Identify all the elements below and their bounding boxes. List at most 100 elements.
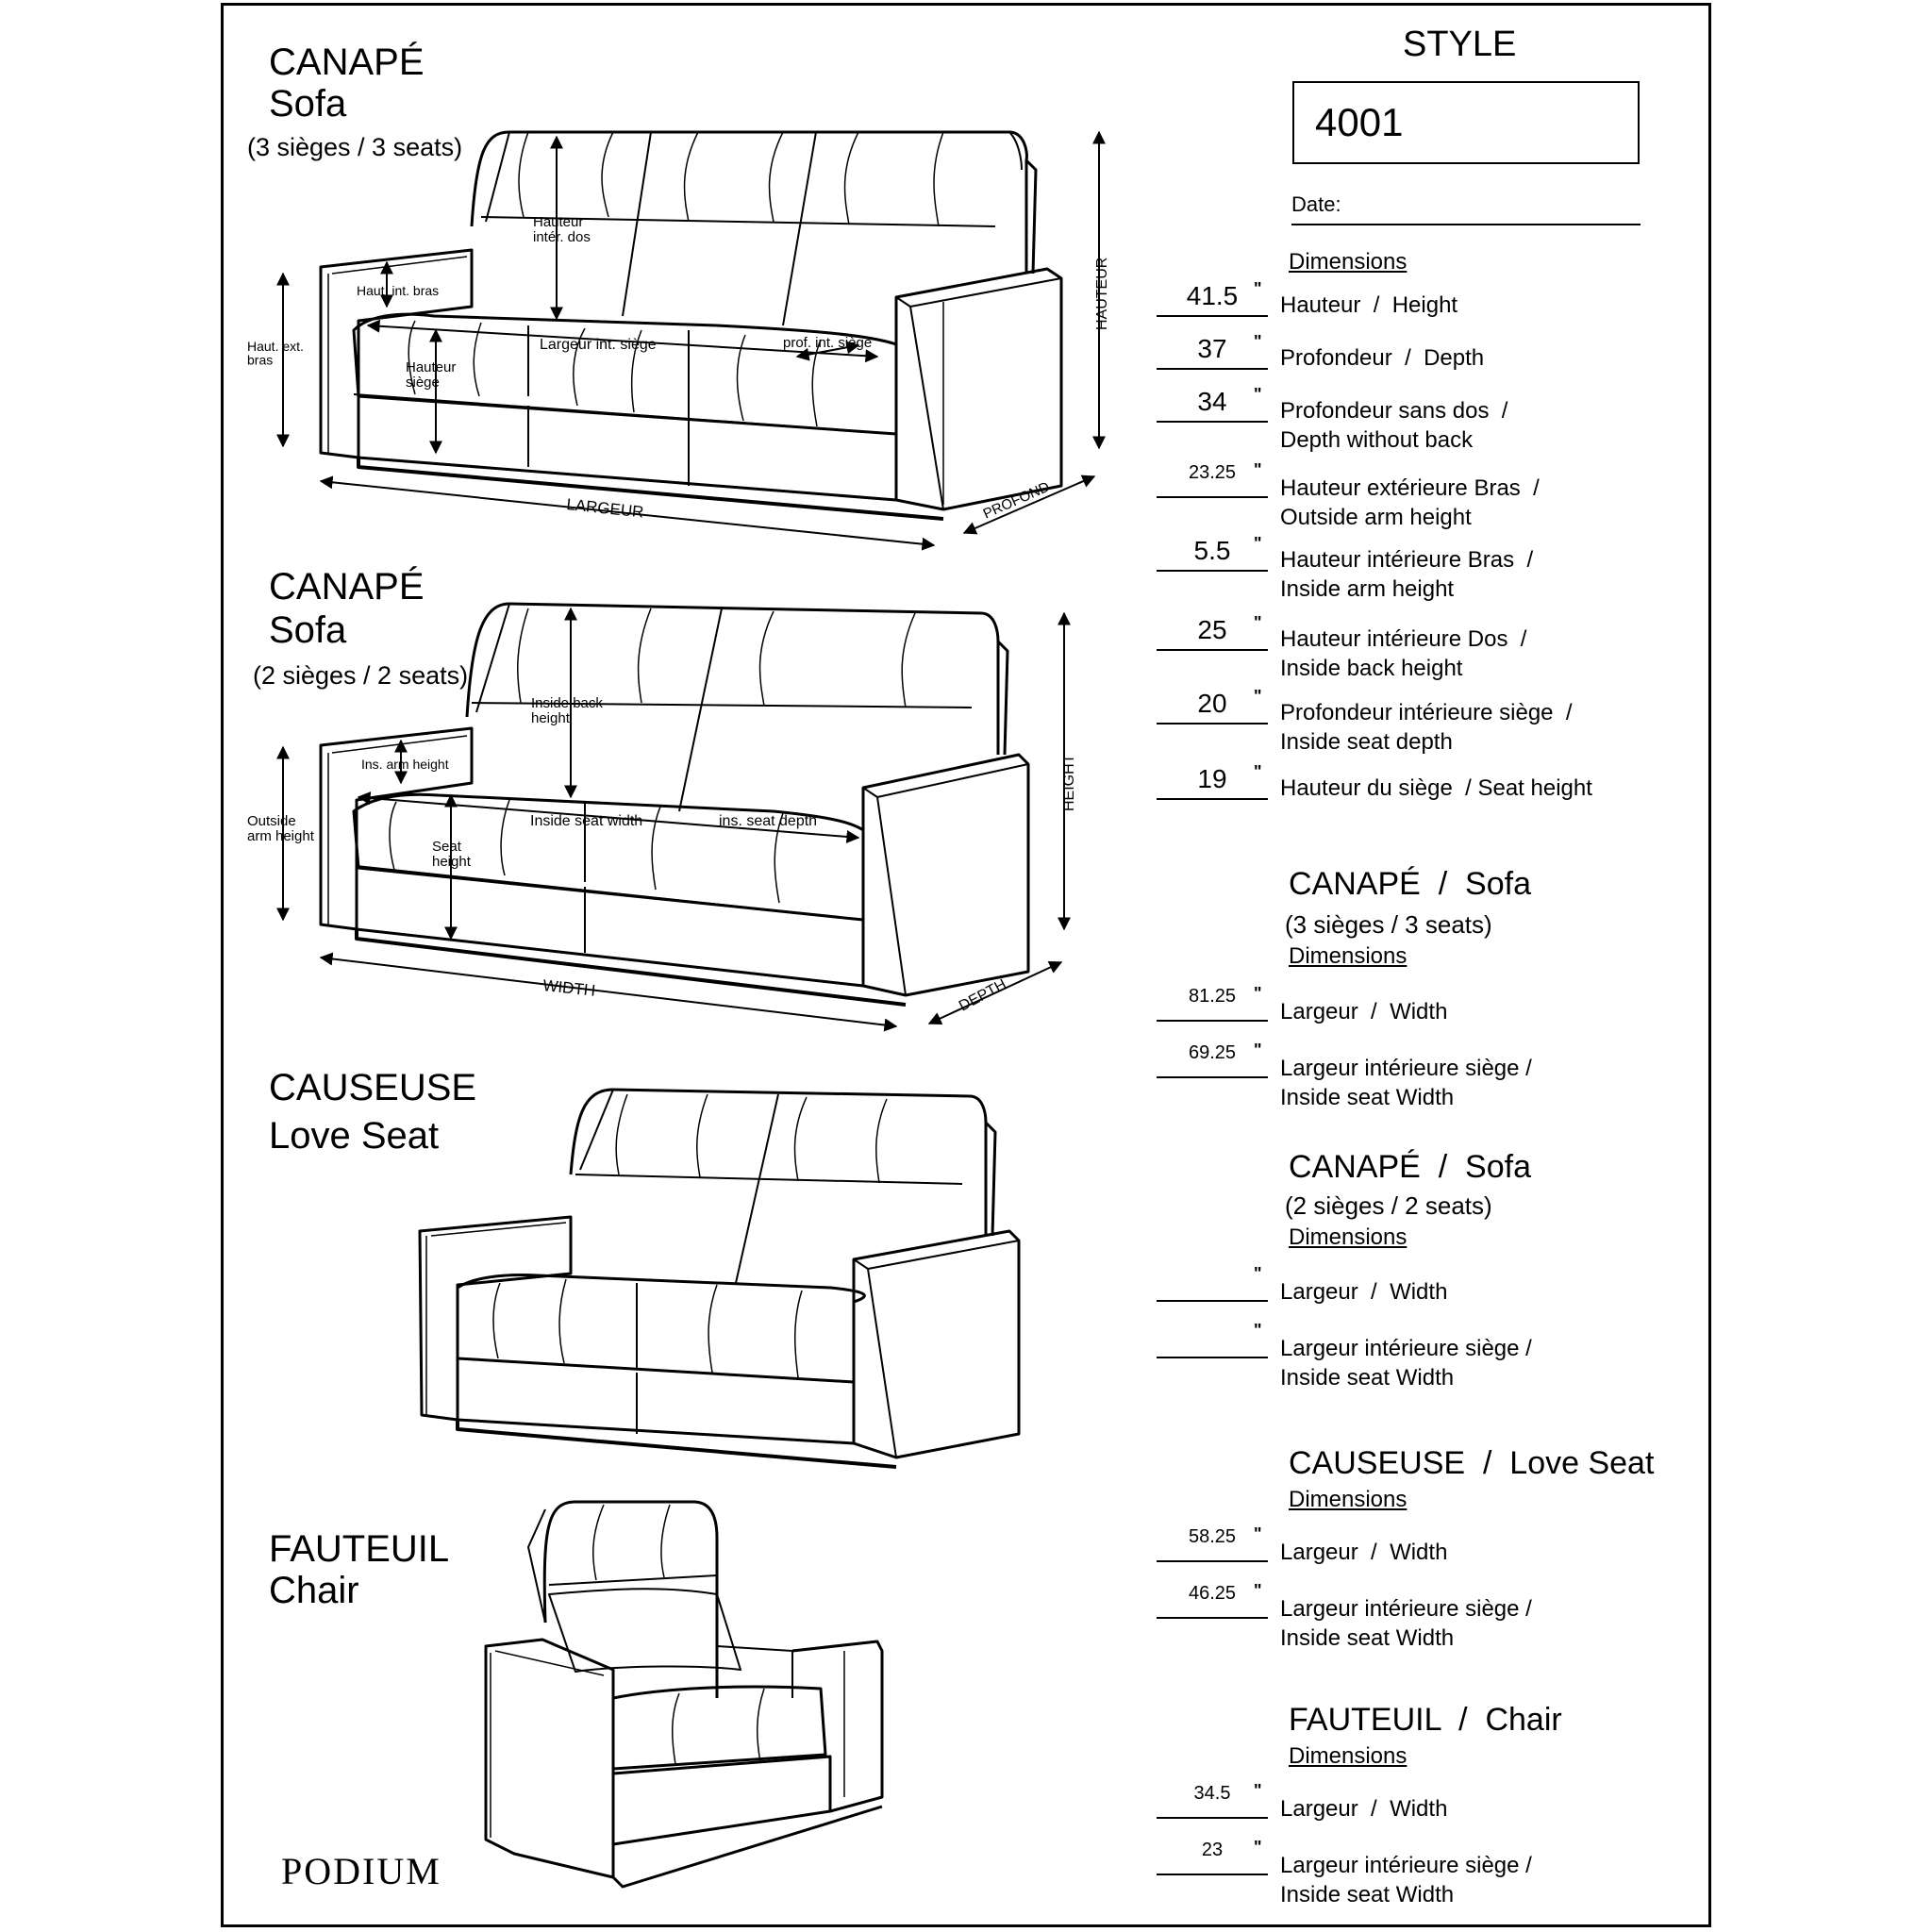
inch-mark: " xyxy=(1254,385,1262,404)
dimension-label: Hauteur intérieure Bras / Inside arm hei… xyxy=(1280,547,1534,602)
sofa3-label-arm-out: Haut. ext.bras xyxy=(247,339,304,368)
dimension-value: 58.25 xyxy=(1188,1526,1237,1547)
dimension-value: 25 xyxy=(1197,615,1227,644)
inch-mark: " xyxy=(1254,332,1262,351)
sofa3-label-seat-w: Largeur int. siège xyxy=(540,337,657,353)
loveseat-title-en: Love Seat xyxy=(269,1115,440,1157)
sofa2-label-width: WIDTH xyxy=(542,976,596,1000)
section-title: FAUTEUIL / Chair xyxy=(1289,1702,1562,1738)
dimension-label: Hauteur du siège / Seat height xyxy=(1280,775,1592,801)
dimension-label: Largeur / Width xyxy=(1280,1540,1448,1565)
inch-mark: " xyxy=(1254,762,1262,781)
dimension-value: 23.25 xyxy=(1188,462,1237,483)
dimension-value: 34.5 xyxy=(1193,1783,1231,1804)
spec-sheet-frame xyxy=(221,3,1711,1927)
dimension-value: 41.5 xyxy=(1186,281,1239,310)
dimension-value: 5.5 xyxy=(1193,536,1231,565)
sofa2-drawing xyxy=(319,602,1030,1007)
section-dimensions-header: Dimensions xyxy=(1289,1224,1407,1250)
dimension-value: 46.25 xyxy=(1188,1583,1237,1604)
section-title: CANAPÉ / Sofa xyxy=(1289,866,1531,902)
inch-mark: " xyxy=(1254,1041,1262,1059)
dimension-value: 19 xyxy=(1197,764,1227,793)
dimension-underline xyxy=(1157,1357,1268,1358)
dimension-underline xyxy=(1157,1300,1268,1302)
section-title: CANAPÉ / Sofa xyxy=(1289,1149,1531,1185)
inch-mark: " xyxy=(1254,1264,1262,1283)
dimension-label: Largeur intérieure siège / Inside seat W… xyxy=(1280,1853,1532,1907)
date-label: Date: xyxy=(1291,192,1341,216)
dimension-label: Hauteur extérieure Bras / Outside arm he… xyxy=(1280,475,1540,530)
inch-mark: " xyxy=(1254,613,1262,632)
dimension-label: Largeur / Width xyxy=(1280,1796,1448,1822)
sofa2-title-fr: CANAPÉ xyxy=(269,566,425,608)
sofa3-label-seat-d: prof. int. siège xyxy=(783,335,872,351)
dimension-underline xyxy=(1157,1560,1268,1562)
dimension-underline xyxy=(1157,368,1268,370)
general-dimensions-header: Dimensions xyxy=(1289,249,1407,275)
dimension-label: Profondeur intérieure siège / Inside sea… xyxy=(1280,700,1573,755)
dimension-underline xyxy=(1157,421,1268,423)
inch-mark: " xyxy=(1254,1524,1262,1543)
sofa2-label-seat-d: ins. seat depth xyxy=(719,813,817,829)
dimension-label: Largeur intérieure siège / Inside seat W… xyxy=(1280,1336,1532,1391)
dimension-underline xyxy=(1157,315,1268,317)
section-title: CAUSEUSE / Love Seat xyxy=(1289,1445,1655,1481)
chair-title-fr: FAUTEUIL xyxy=(269,1528,450,1570)
sofa3-drawing xyxy=(319,130,1063,521)
sofa3-title-en: Sofa xyxy=(269,83,347,125)
dimension-label: Largeur / Width xyxy=(1280,999,1448,1024)
inch-mark: " xyxy=(1254,534,1262,553)
loveseat-title-fr: CAUSEUSE xyxy=(269,1067,477,1108)
dimension-underline xyxy=(1157,1874,1268,1875)
dimension-value: 37 xyxy=(1197,334,1227,363)
section-subtitle: (2 sièges / 2 seats) xyxy=(1285,1191,1492,1220)
dimension-label: Hauteur intérieure Dos / Inside back hei… xyxy=(1280,626,1527,681)
loveseat-drawing xyxy=(418,1088,1021,1469)
dimension-value: 23 xyxy=(1201,1840,1224,1860)
dimension-underline xyxy=(1157,723,1268,724)
section-dimensions-header: Dimensions xyxy=(1289,1743,1407,1769)
sofa3-title-fr: CANAPÉ xyxy=(269,42,425,83)
dimension-label: Largeur / Width xyxy=(1280,1279,1448,1305)
inch-mark: " xyxy=(1254,279,1262,298)
inch-mark: " xyxy=(1254,687,1262,706)
dimension-underline xyxy=(1157,1617,1268,1619)
inch-mark: " xyxy=(1254,1581,1262,1600)
dimension-underline xyxy=(1157,570,1268,572)
style-number-box: 4001 xyxy=(1292,81,1640,164)
sofa3-label-width: LARGEUR xyxy=(566,495,645,521)
dimension-label: Largeur intérieure siège / Inside seat W… xyxy=(1280,1056,1532,1110)
dimension-underline xyxy=(1157,649,1268,651)
sofa2-label-arm-in: Ins. arm height xyxy=(361,757,449,772)
chair-drawing xyxy=(484,1500,884,1889)
sofa2-seats: (2 sièges / 2 seats) xyxy=(253,661,469,690)
inch-mark: " xyxy=(1254,1781,1262,1800)
dimension-underline xyxy=(1157,1817,1268,1819)
dimension-underline xyxy=(1157,798,1268,800)
section-dimensions-header: Dimensions xyxy=(1289,1487,1407,1512)
style-label: STYLE xyxy=(1403,25,1517,64)
sofa2-label-depth: DEPTH xyxy=(957,976,1009,1014)
dimension-value: 34 xyxy=(1197,387,1227,416)
dimension-label: Largeur intérieure siège / Inside seat W… xyxy=(1280,1596,1532,1651)
sofa2-title-en: Sofa xyxy=(269,609,347,651)
sofa2-label-seat-w: Inside seat width xyxy=(530,813,642,829)
sofa3-seats: (3 sièges / 3 seats) xyxy=(247,133,463,161)
style-number: 4001 xyxy=(1315,100,1404,144)
date-line xyxy=(1291,224,1641,225)
sofa3-label-arm-in: Haut. int. bras xyxy=(357,283,439,298)
sofa2-label-height: HEIGHT xyxy=(1061,754,1077,811)
inch-mark: " xyxy=(1254,1321,1262,1340)
dimension-label: Profondeur / Depth xyxy=(1280,345,1485,371)
inch-mark: " xyxy=(1254,460,1262,479)
section-dimensions-header: Dimensions xyxy=(1289,943,1407,969)
inch-mark: " xyxy=(1254,984,1262,1003)
inch-mark: " xyxy=(1254,1838,1262,1857)
